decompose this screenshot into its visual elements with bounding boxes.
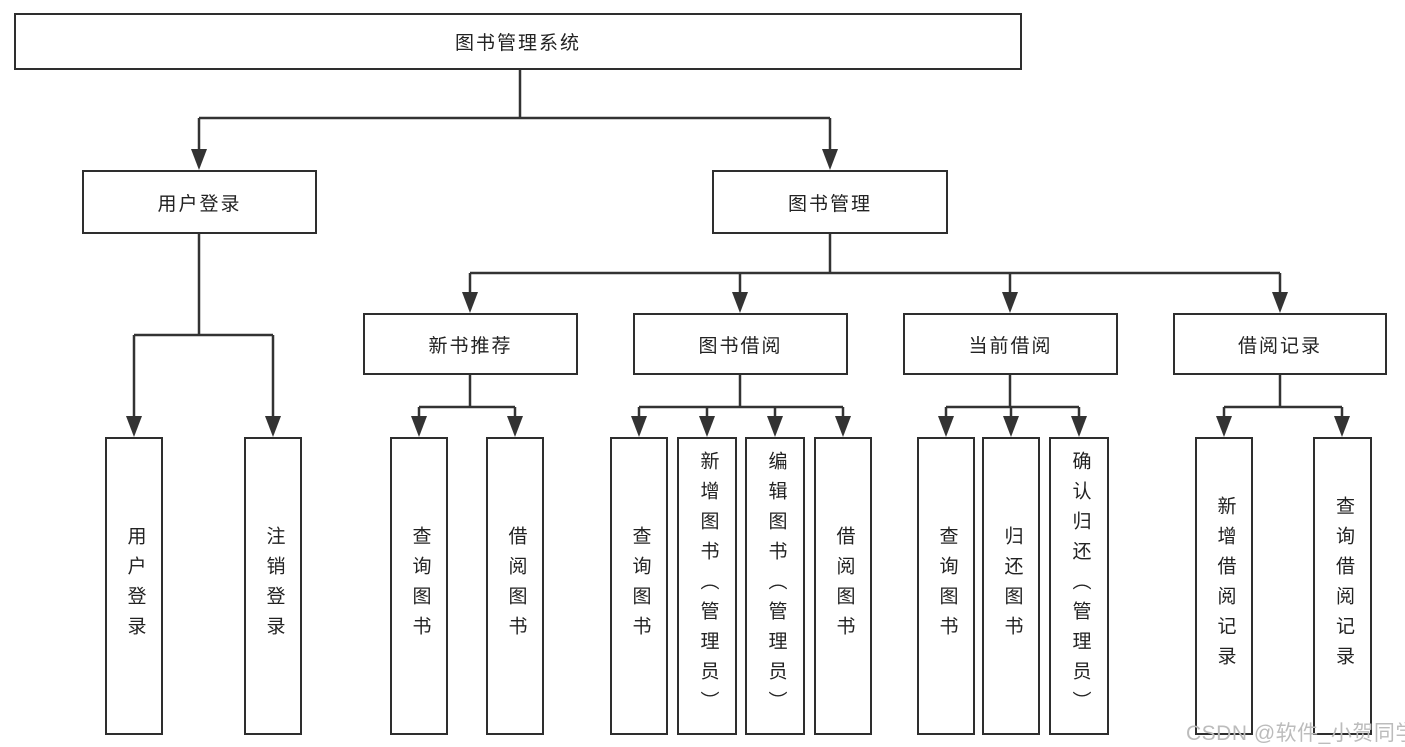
node-label: 新书推荐 (428, 335, 513, 357)
leaf-confirm-return-admin: 确认归还（管理员） (1049, 437, 1109, 735)
leaf-query-books-recommend: 查询图书 (390, 437, 448, 735)
csdn-watermark: CSDN @软件_小贺同学 (1186, 722, 1405, 745)
node-current-borrowing: 当前借阅 (903, 313, 1118, 375)
node-root-book-management-system: 图书管理系统 (14, 13, 1022, 70)
node-label: 图书管理系统 (454, 33, 581, 54)
node-book-borrowing: 图书借阅 (633, 313, 848, 375)
leaf-query-books-current: 查询图书 (917, 437, 975, 735)
leaf-return-book: 归还图书 (982, 437, 1040, 735)
node-label: 图书借阅 (698, 335, 783, 357)
node-borrowing-records: 借阅记录 (1173, 313, 1387, 375)
node-label: 确认归还（管理员） (1069, 451, 1091, 721)
node-label: 用户登录 (124, 526, 146, 646)
leaf-query-borrow-record: 查询借阅记录 (1313, 437, 1372, 735)
node-label: 编辑图书（管理员） (765, 451, 787, 721)
leaf-add-borrow-record: 新增借阅记录 (1195, 437, 1253, 735)
node-label: 查询图书 (629, 526, 651, 646)
node-label: 归还图书 (1001, 526, 1023, 646)
node-book-management: 图书管理 (712, 170, 948, 234)
node-label: 查询图书 (936, 526, 958, 646)
node-label: 当前借阅 (968, 335, 1053, 357)
leaf-edit-book-admin: 编辑图书（管理员） (745, 437, 805, 735)
node-user-login: 用户登录 (82, 170, 317, 234)
node-label: 借阅记录 (1237, 335, 1322, 357)
leaf-add-book-admin: 新增图书（管理员） (677, 437, 737, 735)
leaf-user-login: 用户登录 (105, 437, 163, 735)
node-label: 查询图书 (409, 526, 431, 646)
leaf-query-books-borrowing: 查询图书 (610, 437, 668, 735)
leaf-borrow-books-borrowing: 借阅图书 (814, 437, 872, 735)
node-label: 借阅图书 (833, 526, 855, 646)
node-label: 查询借阅记录 (1332, 496, 1354, 676)
node-label: 新增图书（管理员） (697, 451, 719, 721)
node-label: 新增借阅记录 (1214, 496, 1236, 676)
node-label: 借阅图书 (505, 526, 527, 646)
node-new-book-recommendation: 新书推荐 (363, 313, 578, 375)
node-label: 注销登录 (263, 526, 285, 646)
node-label: 图书管理 (787, 193, 872, 215)
leaf-logout: 注销登录 (244, 437, 302, 735)
leaf-borrow-books-recommend: 借阅图书 (486, 437, 544, 735)
node-label: 用户登录 (157, 193, 242, 215)
